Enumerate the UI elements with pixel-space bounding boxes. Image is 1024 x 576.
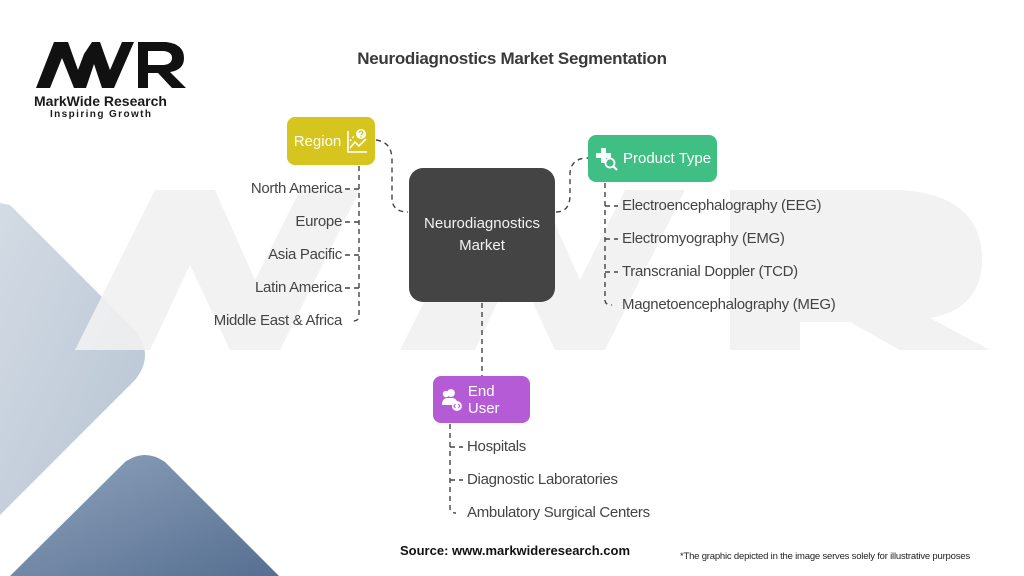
- product-type-item-label: Magnetoencephalography (MEG): [622, 296, 836, 313]
- illustrative-disclaimer: *The graphic depicted in the image serve…: [680, 551, 970, 562]
- connector-product-center: [555, 157, 589, 213]
- medical-plus-search-icon: [596, 147, 618, 171]
- region-item-label: Europe: [295, 213, 342, 230]
- product-type-label: Product Type: [623, 150, 712, 167]
- source-citation: Source: www.markwideresearch.com: [400, 543, 631, 558]
- connector-region-center: [375, 139, 409, 213]
- product-type-item: Electromyography (EMG): [622, 230, 785, 247]
- mwr-logo-mark: [36, 42, 186, 88]
- region-item: Latin America: [142, 279, 342, 296]
- brand-logo: MarkWide Research Inspiring Growth: [34, 40, 194, 122]
- region-item-label: North America: [250, 180, 342, 197]
- product-type-category-box: Product Type: [588, 135, 717, 182]
- central-topic-box: Neurodiagnostics Market: [409, 168, 555, 302]
- dark-diamond-shape: [10, 455, 279, 576]
- region-item: Middle East & Africa: [142, 312, 343, 329]
- product-trunk: [604, 183, 613, 306]
- product-type-item-label: Electroencephalography (EEG): [622, 197, 822, 214]
- product-type-item: Magnetoencephalography (MEG): [622, 296, 836, 313]
- region-trunk: [352, 166, 360, 322]
- product-type-item: Transcranial Doppler (TCD): [622, 263, 798, 280]
- region-item-label: Asia Pacific: [268, 246, 342, 263]
- end-user-item: Hospitals: [467, 438, 526, 455]
- users-code-icon: [441, 388, 462, 411]
- region-category-box: Region: [287, 117, 375, 165]
- light-diamond-shape: [0, 203, 145, 515]
- end-user-label: End User: [467, 382, 500, 417]
- end-user-item-label: Diagnostic Laboratories: [467, 471, 618, 488]
- region-item: Asia Pacific: [142, 246, 342, 263]
- chart-question-icon: [347, 129, 368, 153]
- region-item-label: Latin America: [255, 279, 342, 296]
- end-user-item-label: Hospitals: [467, 438, 526, 455]
- enduser-trunk: [449, 424, 457, 514]
- end-user-item-label: Ambulatory Surgical Centers: [467, 504, 650, 521]
- region-item-label: Middle East & Africa: [213, 312, 343, 329]
- product-type-item: Electroencephalography (EEG): [622, 197, 822, 214]
- product-type-item-label: Electromyography (EMG): [622, 230, 785, 247]
- end-user-item: Diagnostic Laboratories: [467, 471, 618, 488]
- page-title: Neurodiagnostics Market Segmentation: [357, 49, 667, 68]
- end-user-item: Ambulatory Surgical Centers: [467, 504, 650, 521]
- brand-tagline: Inspiring Growth: [50, 109, 153, 120]
- central-topic-line-1: Neurodiagnostics: [424, 215, 540, 232]
- product-type-item-label: Transcranial Doppler (TCD): [622, 263, 798, 280]
- end-user-category-box: End User: [433, 376, 530, 423]
- region-item: North America: [142, 180, 342, 197]
- brand-name: MarkWide Research: [34, 93, 167, 109]
- region-label: Region: [293, 132, 342, 150]
- region-item: Europe: [142, 213, 342, 230]
- central-topic-line-2: Market: [459, 237, 505, 254]
